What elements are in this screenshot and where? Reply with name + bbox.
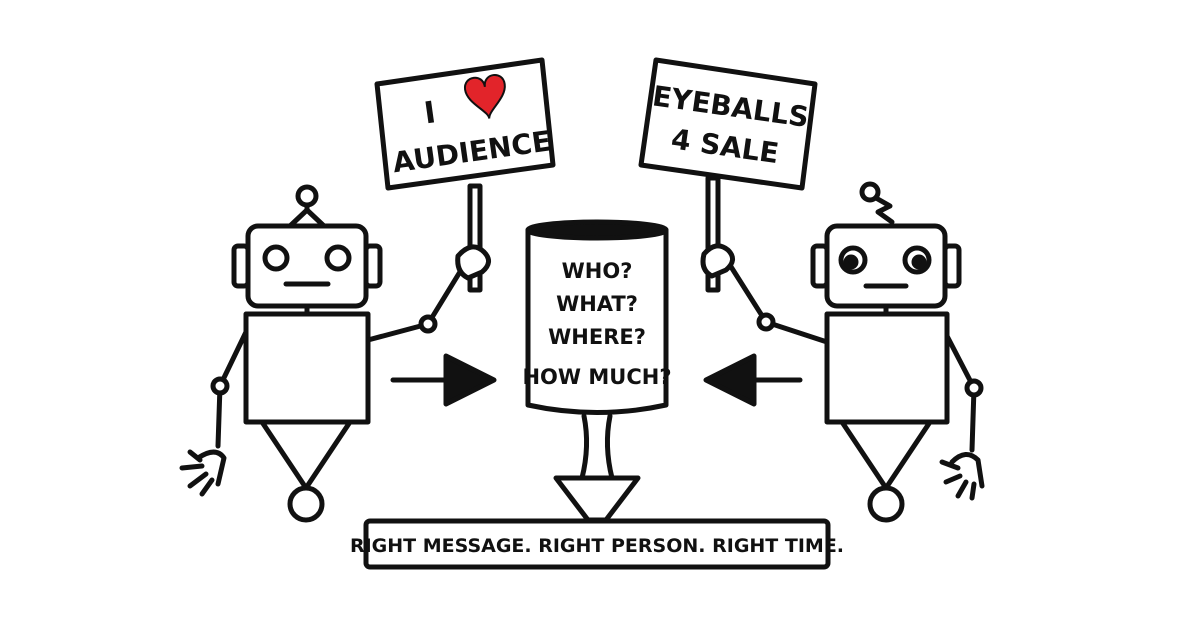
can-line-where: WHERE? [548, 325, 646, 349]
center-can [525, 219, 669, 523]
left-sign [374, 57, 556, 191]
right-robot-hand-up [700, 243, 735, 279]
left-robot-eye-right [324, 244, 352, 272]
can-body [525, 227, 669, 415]
can-funnel [553, 475, 641, 523]
arrow-left-icon [703, 353, 803, 407]
arrow-right-icon [390, 353, 497, 407]
left-robot-body [243, 311, 371, 425]
right-robot-hand-down [939, 452, 985, 501]
left-robot-eye-left [262, 244, 290, 272]
right-robot-pupil-right [911, 254, 927, 270]
left-robot-elbow [210, 376, 230, 396]
right-robot [700, 175, 985, 523]
left-robot-foot [287, 485, 325, 523]
left-robot-hand-up [455, 244, 491, 281]
left-robot-leg [259, 419, 353, 491]
right-robot-elbow-up [756, 312, 776, 332]
left-robot [179, 183, 491, 523]
left-robot-elbow-up [418, 314, 438, 334]
left-sign-board [374, 57, 556, 191]
footer-banner [363, 518, 831, 570]
left-sign-i: I [422, 95, 438, 131]
footer-text: RIGHT MESSAGE. RIGHT PERSON. RIGHT TIME. [350, 535, 844, 557]
left-sign-pole [467, 183, 483, 293]
right-sign [638, 57, 818, 191]
can-line-who: WHO? [562, 259, 633, 283]
right-robot-foot [867, 485, 905, 523]
right-sign-board [638, 57, 818, 191]
left-robot-antenna-ball [295, 184, 319, 208]
left-robot-arm-up [365, 259, 469, 343]
right-sign-pole [705, 175, 721, 293]
right-robot-pupil-left [843, 254, 859, 270]
right-robot-antenna-ball [859, 181, 881, 203]
can-lid [525, 219, 669, 241]
can-line-what: WHAT? [556, 292, 638, 316]
right-robot-antenna-squiggle [873, 195, 895, 225]
left-robot-hand-down [179, 449, 227, 497]
right-robot-body [824, 311, 950, 425]
can-line-how-much: HOW MUCH? [522, 365, 671, 389]
can-stem [579, 413, 615, 481]
heart-icon [464, 74, 506, 119]
right-robot-leg [839, 419, 933, 491]
right-robot-elbow [964, 378, 984, 398]
